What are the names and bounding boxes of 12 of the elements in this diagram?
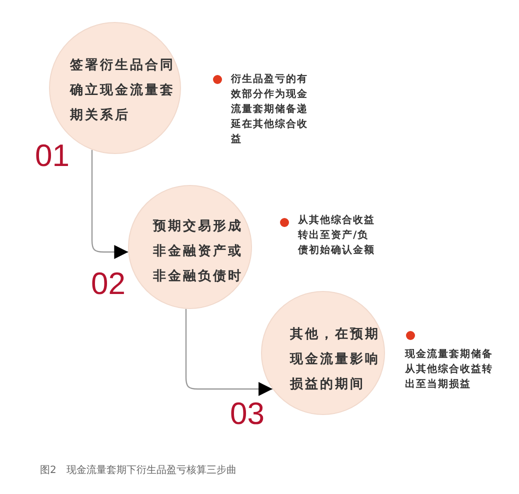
step-number: 02	[91, 268, 126, 299]
connector-arrow	[185, 308, 274, 396]
step-text: 签署衍生品合同确立现金流量套期关系后	[70, 57, 176, 125]
step-text: 预期交易形成非金融资产或非金融负债时	[153, 218, 244, 286]
note-text: 现金流量套期储备从其他综合收益转出至当期损益	[405, 347, 494, 392]
step-number: 03	[230, 398, 264, 429]
note-text: 衍生品盈亏的有效部分作为现金流量套期储备递延在其他综合收益	[231, 72, 309, 147]
step-number: 01	[35, 140, 70, 171]
step-text: 其他，在预期现金流量影响损益的期间	[290, 326, 381, 394]
note-text: 从其他综合收益转出至资产/负债初始确认金额	[298, 214, 376, 258]
connector-arrow	[91, 149, 129, 259]
figure-caption: 图2 现金流量套期下衍生品盈亏核算三步曲	[40, 464, 236, 477]
